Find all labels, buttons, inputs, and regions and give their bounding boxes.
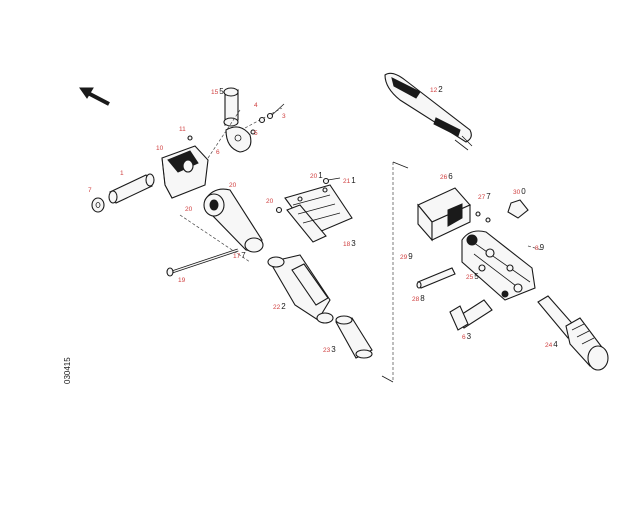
part-label: 222 — [273, 302, 286, 311]
part-label: 20 — [185, 206, 193, 213]
svg-text:177: 177 — [233, 251, 246, 260]
part-label: 233 — [323, 345, 336, 354]
svg-text:233: 233 — [323, 345, 336, 354]
lever-plate-part — [225, 126, 252, 153]
svg-text:222: 222 — [273, 302, 286, 311]
svg-text:63: 63 — [462, 332, 472, 341]
part-label: 300 — [513, 187, 526, 196]
part-label: 89 — [535, 243, 545, 252]
sleeve-part — [223, 87, 239, 127]
tube-part — [335, 315, 373, 359]
housing-part — [203, 188, 264, 253]
block-part — [417, 187, 471, 242]
svg-text:255: 255 — [466, 272, 479, 281]
svg-text:10: 10 — [156, 145, 164, 152]
clip-part — [475, 211, 491, 223]
dash-guide — [179, 214, 251, 263]
washer-hole — [95, 202, 101, 208]
svg-text:183: 183 — [343, 239, 356, 248]
svg-text:4: 4 — [254, 102, 258, 109]
screw-part — [322, 177, 341, 185]
svg-text:20: 20 — [266, 198, 274, 205]
part-label: 20 — [229, 182, 237, 189]
part-label: 19 — [178, 277, 186, 284]
part-label: 211 — [343, 176, 356, 185]
washer — [91, 197, 105, 213]
cover-part — [267, 254, 334, 324]
part-label: 3 — [282, 113, 286, 120]
bolt-part — [258, 103, 285, 124]
part-label: 11 — [179, 126, 186, 133]
part-label: 277 — [478, 192, 491, 201]
cap-part — [507, 199, 529, 219]
svg-text:266: 266 — [440, 172, 453, 181]
svg-text:211: 211 — [343, 176, 356, 185]
dash-guide — [527, 245, 543, 251]
nut-part — [250, 129, 256, 135]
svg-text:1: 1 — [120, 170, 124, 177]
svg-text:20: 20 — [229, 182, 237, 189]
svg-text:11: 11 — [179, 126, 186, 133]
svg-text:19: 19 — [178, 277, 186, 284]
svg-text:89: 89 — [535, 243, 545, 252]
mount-bracket-part — [284, 184, 353, 243]
part-label: 10 — [156, 145, 164, 152]
nut-part — [187, 135, 193, 141]
shaft-part — [537, 295, 609, 371]
part-label: 288 — [412, 294, 425, 303]
long-bolt-part — [166, 248, 239, 277]
pin-part — [416, 267, 456, 289]
part-label: 155 — [211, 87, 224, 96]
svg-text:244: 244 — [545, 340, 558, 349]
svg-text:299: 299 — [400, 252, 413, 261]
part-label: 177 — [233, 251, 246, 260]
linkage-part — [384, 72, 473, 151]
pin-part — [108, 173, 155, 204]
part-label: 299 — [400, 252, 413, 261]
part-label: 20 — [266, 198, 274, 205]
part-label: 255 — [466, 272, 479, 281]
part-label: 122 — [430, 85, 443, 94]
svg-text:7: 7 — [88, 187, 92, 194]
svg-text:3: 3 — [282, 113, 286, 120]
direction-arrow-icon — [79, 87, 110, 106]
part-label: 266 — [440, 172, 453, 181]
svg-text:201: 201 — [310, 171, 323, 180]
part-label: 4 — [254, 102, 258, 109]
part-label: 244 — [545, 340, 558, 349]
part-label: 6 — [216, 149, 220, 156]
bolt-part — [449, 299, 493, 331]
svg-text:5: 5 — [254, 130, 258, 137]
svg-text:20: 20 — [185, 206, 193, 213]
svg-text:122: 122 — [430, 85, 443, 94]
svg-text:155: 155 — [211, 87, 224, 96]
part-label: 5 — [254, 130, 258, 137]
part-label: 1 — [120, 170, 124, 177]
nut-part — [275, 206, 283, 214]
part-label: 183 — [343, 239, 356, 248]
bracket-part — [161, 145, 209, 199]
part-label: 63 — [462, 332, 472, 341]
main-bracket-part — [461, 230, 536, 301]
svg-text:300: 300 — [513, 187, 526, 196]
part-label: 7 — [88, 187, 92, 194]
svg-text:6: 6 — [216, 149, 220, 156]
svg-text:277: 277 — [478, 192, 491, 201]
svg-text:288: 288 — [412, 294, 425, 303]
separator-bracket — [381, 161, 409, 383]
part-label: 201 — [310, 171, 323, 180]
document-reference: 030415 — [63, 357, 72, 384]
